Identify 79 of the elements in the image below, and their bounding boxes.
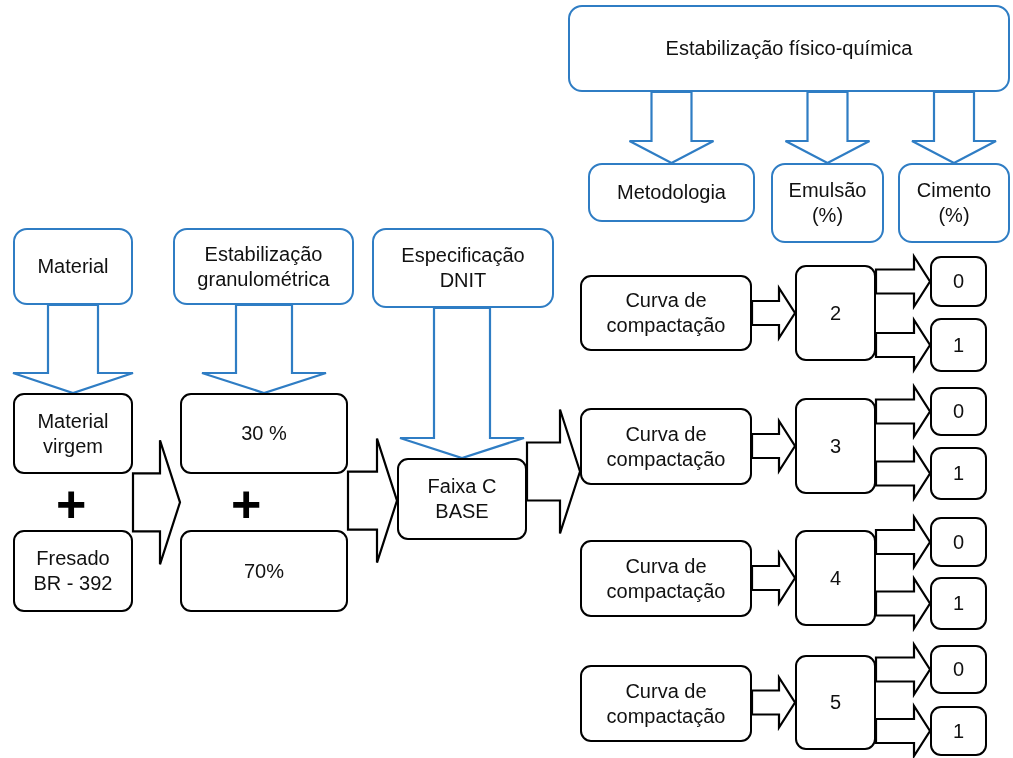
box-label: 4 bbox=[828, 565, 843, 591]
box-label: Curva de compactação bbox=[605, 288, 727, 338]
block-arrow bbox=[750, 417, 797, 475]
block-arrow bbox=[628, 90, 715, 165]
box-label: Cimento (%) bbox=[915, 178, 993, 228]
box-label: Estabilização granulométrica bbox=[196, 241, 331, 292]
box-label: 70% bbox=[243, 558, 285, 584]
block-arrow bbox=[874, 640, 932, 699]
heading-box bbox=[771, 163, 884, 243]
box-label: 0 bbox=[951, 399, 966, 424]
process-box bbox=[580, 275, 752, 351]
process-box bbox=[795, 655, 876, 750]
box-label: Estabilização físico-química bbox=[664, 36, 914, 61]
process-box bbox=[580, 665, 752, 742]
block-arrow bbox=[346, 437, 399, 564]
box-label: 5 bbox=[828, 690, 843, 715]
box-label: 30 % bbox=[240, 421, 288, 446]
box-label: 2 bbox=[828, 300, 843, 326]
process-box bbox=[795, 398, 876, 494]
process-box bbox=[180, 530, 348, 612]
box-label: 3 bbox=[828, 433, 843, 459]
block-arrow bbox=[910, 90, 998, 165]
process-box bbox=[13, 530, 133, 612]
heading-box bbox=[372, 228, 554, 308]
process-box bbox=[580, 408, 752, 485]
box-label: Metodologia bbox=[616, 180, 727, 205]
process-box bbox=[397, 458, 527, 540]
heading-box bbox=[13, 228, 133, 305]
block-arrow bbox=[131, 439, 182, 566]
process-box bbox=[930, 645, 987, 694]
box-label: 0 bbox=[951, 269, 966, 294]
box-label: Material virgem bbox=[36, 408, 110, 459]
block-arrow bbox=[11, 303, 135, 395]
heading-box bbox=[568, 5, 1010, 92]
block-arrow bbox=[874, 252, 932, 311]
block-arrow bbox=[874, 702, 932, 758]
box-label: 1 bbox=[951, 332, 966, 358]
process-box bbox=[930, 318, 987, 372]
block-arrow bbox=[784, 90, 871, 165]
block-arrow bbox=[874, 382, 932, 441]
plus-sign: + bbox=[56, 478, 87, 530]
block-arrow bbox=[750, 673, 797, 732]
process-box bbox=[795, 530, 876, 626]
box-label: Curva de compactação bbox=[605, 421, 727, 472]
block-arrow bbox=[750, 549, 797, 607]
block-arrow bbox=[874, 513, 932, 571]
box-label: Faixa C BASE bbox=[426, 474, 498, 524]
box-label: 1 bbox=[951, 718, 966, 744]
plus-sign: + bbox=[231, 478, 262, 530]
block-arrow bbox=[525, 408, 582, 535]
box-label: Especificação DNIT bbox=[400, 243, 526, 293]
block-arrow bbox=[874, 574, 932, 633]
block-arrow bbox=[874, 316, 932, 374]
process-box bbox=[795, 265, 876, 361]
box-label: Material bbox=[36, 254, 110, 279]
heading-box bbox=[173, 228, 354, 305]
box-label: 0 bbox=[951, 529, 966, 555]
box-label: Fresado BR - 392 bbox=[32, 546, 114, 596]
heading-box bbox=[898, 163, 1010, 243]
process-box bbox=[180, 393, 348, 474]
box-label: 1 bbox=[951, 591, 966, 616]
process-box bbox=[930, 447, 987, 500]
box-label: 0 bbox=[951, 657, 966, 682]
process-box bbox=[13, 393, 133, 474]
box-label: Emulsão (%) bbox=[787, 178, 868, 228]
process-box bbox=[930, 387, 987, 436]
block-arrow bbox=[874, 444, 932, 503]
box-label: 1 bbox=[951, 461, 966, 486]
block-arrow bbox=[398, 306, 526, 460]
process-box bbox=[930, 256, 987, 307]
heading-box bbox=[588, 163, 755, 222]
process-box bbox=[930, 517, 987, 567]
process-box bbox=[930, 577, 987, 630]
box-label: Curva de compactação bbox=[605, 553, 727, 604]
box-label: Curva de compactação bbox=[605, 678, 727, 729]
process-box bbox=[930, 706, 987, 756]
process-box bbox=[580, 540, 752, 617]
block-arrow bbox=[200, 303, 328, 395]
block-arrow bbox=[750, 284, 797, 342]
